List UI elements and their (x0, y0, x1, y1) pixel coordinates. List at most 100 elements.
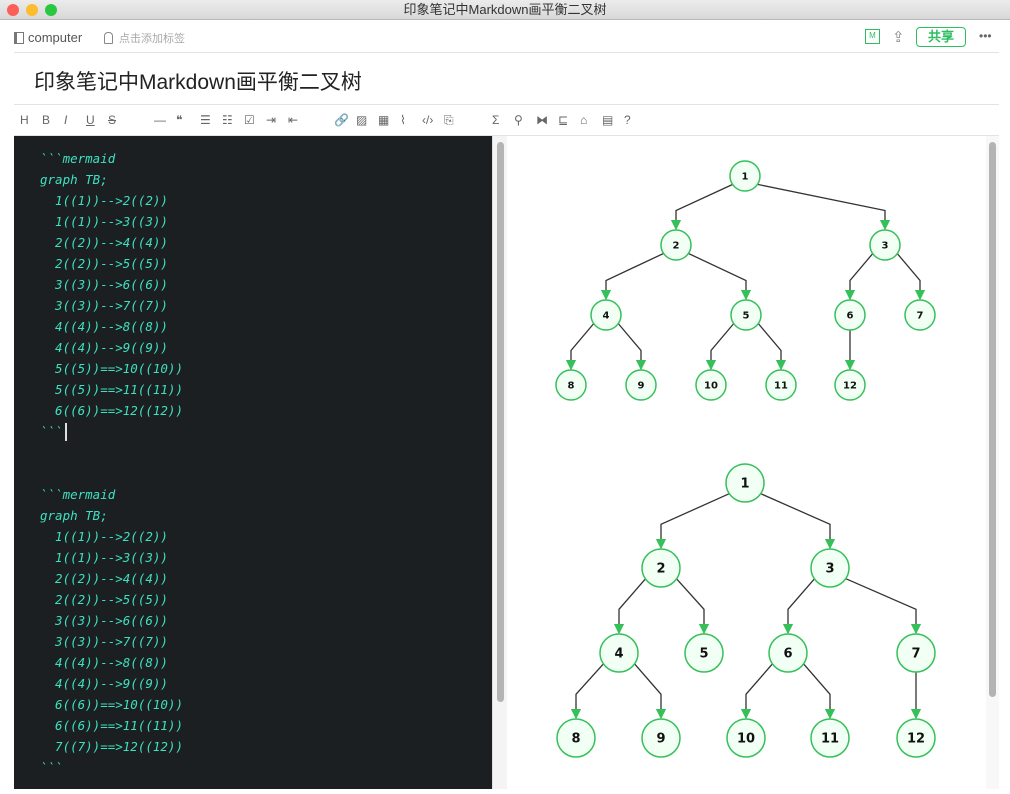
graph-edge (633, 663, 667, 720)
graph-edge (896, 252, 926, 301)
graph-node (834, 299, 866, 331)
outdent-icon[interactable]: ⇤ (288, 113, 299, 127)
graph-node (810, 548, 850, 588)
graph-node (896, 718, 936, 758)
code-line: ``` (40, 760, 63, 775)
close-window-button[interactable] (7, 4, 19, 16)
graph-node-label: 12 (843, 381, 857, 392)
notebook-selector[interactable]: computer (14, 30, 82, 45)
code-line: 2((2))-->5((5)) (40, 592, 168, 607)
code-line: 1((1))-->3((3)) (40, 214, 168, 229)
graph-edge (757, 322, 787, 371)
graph-node-label: 2 (656, 562, 665, 577)
checklist-icon[interactable]: ☑ (244, 113, 255, 127)
graph-edge (675, 578, 710, 635)
add-tag[interactable]: 点击添加标签 (104, 30, 185, 46)
graph-node-label: 11 (821, 732, 839, 747)
toc-icon[interactable]: ▤ (602, 113, 614, 127)
graph-edge (670, 183, 734, 231)
code-line: 5((5))==>11((11)) (40, 382, 183, 397)
indent-icon[interactable]: ⇥ (266, 113, 277, 127)
graph-node (834, 369, 866, 401)
graph-node (896, 633, 936, 673)
markdown-icon[interactable]: M (865, 29, 880, 44)
graph-node (725, 463, 765, 503)
text-cursor (65, 423, 67, 441)
code-block-icon[interactable]: ⎘ (444, 113, 454, 127)
graph-node (726, 718, 766, 758)
window-title: 印象笔记中Markdown画平衡二叉树 (403, 2, 607, 17)
graph-edge (844, 252, 874, 301)
graph-node (641, 718, 681, 758)
graph-node-label: 2 (673, 241, 680, 252)
graph-node (768, 633, 808, 673)
more-button[interactable]: ••• (979, 29, 992, 43)
graph-edge (687, 252, 752, 301)
note-title[interactable]: 印象笔记中Markdown画平衡二叉树 (34, 71, 362, 94)
strikethrough-icon[interactable]: S (108, 113, 117, 127)
gantt-icon[interactable]: ⊑ (558, 113, 569, 127)
code-line: 6((6))==>12((12)) (40, 403, 183, 418)
code-line: ```mermaid (40, 151, 116, 166)
editor-scroll-thumb[interactable] (497, 142, 504, 702)
minimize-window-button[interactable] (26, 4, 38, 16)
graph-node (625, 369, 657, 401)
italic-icon[interactable]: I (64, 113, 68, 127)
graph-node (695, 369, 727, 401)
bold-icon[interactable]: B (42, 113, 51, 127)
sequence-icon[interactable]: ⧓ (536, 113, 548, 127)
graph-edge (740, 663, 774, 720)
graph-edge (565, 322, 595, 371)
formula-icon[interactable]: Σ (492, 113, 500, 127)
graph-edge (844, 577, 922, 635)
zoom-window-button[interactable] (45, 4, 57, 16)
graph-edge (600, 252, 665, 301)
notebook-icon (14, 31, 24, 44)
code-line: 3((3))-->6((6)) (40, 613, 168, 628)
numbered-list-icon[interactable]: ☷ (222, 113, 233, 127)
code-icon[interactable]: ‹/› (422, 113, 434, 127)
divider-icon[interactable]: — (154, 113, 166, 127)
graph-node-label: 10 (737, 732, 755, 747)
image-icon[interactable]: ▨ (356, 113, 368, 127)
graph-node-label: 4 (614, 647, 623, 662)
code-line: 2((2))-->4((4)) (40, 235, 168, 250)
link-icon[interactable]: 🔗 (334, 113, 349, 127)
preview-scroll-thumb[interactable] (989, 142, 996, 697)
table-icon[interactable]: ▦ (378, 113, 390, 127)
code-line: 3((3))-->7((7)) (40, 634, 168, 649)
share-button[interactable]: 共享 (916, 27, 966, 47)
heading-icon[interactable]: H (20, 113, 29, 127)
code-line: 3((3))-->6((6)) (40, 277, 168, 292)
help-icon[interactable]: ? (624, 113, 631, 127)
graph-node-label: 1 (742, 172, 749, 183)
bullet-list-icon[interactable]: ☰ (200, 113, 211, 127)
code-line: 4((4))-->8((8)) (40, 655, 168, 670)
graph-node-label: 7 (911, 647, 920, 662)
editor-scrollbar[interactable] (492, 136, 507, 789)
code-line: 4((4))-->9((9)) (40, 676, 168, 691)
quote-icon[interactable]: ❝ (176, 113, 183, 127)
graph-edge (613, 578, 647, 635)
chart-icon[interactable]: ⌇ (400, 113, 406, 127)
tag-input[interactable]: 点击添加标签 (119, 33, 185, 45)
graph-node-label: 3 (882, 241, 889, 252)
mindmap-icon[interactable]: ⌂ (580, 113, 588, 127)
graph-edge (759, 492, 836, 550)
code-line: 3((3))-->7((7)) (40, 298, 168, 313)
flowchart-icon[interactable]: ⚲ (514, 113, 523, 127)
code-line: 7((7))==>12((12)) (40, 739, 183, 754)
underline-icon[interactable]: U (86, 113, 95, 127)
graph-node-label: 6 (847, 311, 854, 322)
graph-node (765, 369, 797, 401)
code-line: 2((2))-->5((5)) (40, 256, 168, 271)
graph-node-label: 8 (568, 381, 575, 392)
graph-node-label: 10 (704, 381, 718, 392)
share-upload-icon[interactable]: ⇪ (892, 29, 905, 46)
code-line: 5((5))==>10((10)) (40, 361, 183, 376)
code-line: 1((1))-->2((2)) (40, 193, 168, 208)
preview-scrollbar[interactable] (986, 136, 999, 789)
graph-node-label: 1 (740, 477, 749, 492)
